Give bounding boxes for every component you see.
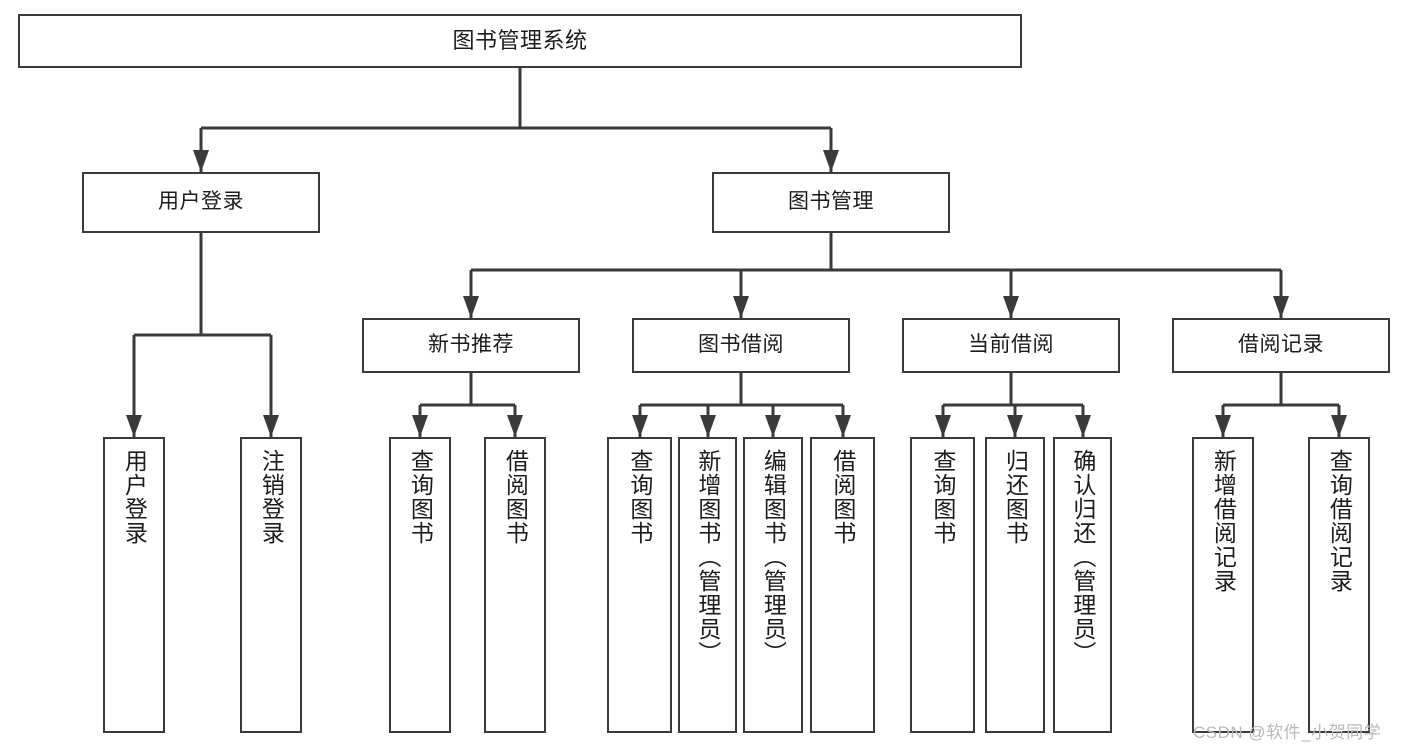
leaf-logout-label: 注销登录 xyxy=(258,449,285,545)
leaf-current-query-book-label: 查询图书 xyxy=(929,449,956,545)
leaf-user-login-label: 用户登录 xyxy=(121,449,148,545)
leaf-current-query-book[interactable]: 查询图书 xyxy=(910,437,975,733)
node-root[interactable]: 图书管理系统 xyxy=(18,14,1022,68)
leaf-borrow-add-book[interactable]: 新增图书（管理员） xyxy=(678,437,737,733)
leaf-logout[interactable]: 注销登录 xyxy=(240,437,302,733)
leaf-record-add[interactable]: 新增借阅记录 xyxy=(1192,437,1254,733)
csdn-watermark: CSDN @软件_小贺同学 xyxy=(1193,723,1382,742)
leaf-borrow-query-book-label: 查询图书 xyxy=(626,449,653,545)
leaf-current-confirm-return[interactable]: 确认归还（管理员） xyxy=(1053,437,1112,733)
node-borrow-record-label: 借阅记录 xyxy=(1238,333,1324,357)
leaf-borrow-borrow-book-label: 借阅图书 xyxy=(829,449,856,545)
node-new-book-recommend[interactable]: 新书推荐 xyxy=(362,318,580,373)
node-book-borrow[interactable]: 图书借阅 xyxy=(632,318,850,373)
leaf-recommend-borrow-book[interactable]: 借阅图书 xyxy=(484,437,546,733)
node-current-borrow-label: 当前借阅 xyxy=(968,333,1054,357)
leaf-record-query-label: 查询借阅记录 xyxy=(1326,449,1353,593)
leaf-current-return-book[interactable]: 归还图书 xyxy=(985,437,1045,733)
node-book-borrow-label: 图书借阅 xyxy=(698,333,784,357)
node-book-management[interactable]: 图书管理 xyxy=(712,172,950,233)
node-user-login-label: 用户登录 xyxy=(158,190,244,214)
leaf-borrow-query-book[interactable]: 查询图书 xyxy=(607,437,672,733)
leaf-borrow-add-book-label: 新增图书（管理员） xyxy=(694,449,721,665)
leaf-current-return-book-label: 归还图书 xyxy=(1002,449,1029,545)
node-root-label: 图书管理系统 xyxy=(452,28,588,54)
node-new-book-recommend-label: 新书推荐 xyxy=(428,333,514,357)
node-borrow-record[interactable]: 借阅记录 xyxy=(1172,318,1390,373)
leaf-borrow-edit-book[interactable]: 编辑图书（管理员） xyxy=(743,437,803,733)
node-current-borrow[interactable]: 当前借阅 xyxy=(902,318,1120,373)
leaf-user-login[interactable]: 用户登录 xyxy=(103,437,165,733)
leaf-recommend-query-book-label: 查询图书 xyxy=(407,449,434,545)
leaf-record-query[interactable]: 查询借阅记录 xyxy=(1308,437,1370,733)
leaf-recommend-borrow-book-label: 借阅图书 xyxy=(502,449,529,545)
leaf-recommend-query-book[interactable]: 查询图书 xyxy=(389,437,451,733)
leaf-borrow-borrow-book[interactable]: 借阅图书 xyxy=(810,437,875,733)
leaf-borrow-edit-book-label: 编辑图书（管理员） xyxy=(760,449,787,665)
node-book-management-label: 图书管理 xyxy=(788,190,874,214)
node-user-login[interactable]: 用户登录 xyxy=(82,172,320,233)
leaf-record-add-label: 新增借阅记录 xyxy=(1210,449,1237,593)
leaf-current-confirm-return-label: 确认归还（管理员） xyxy=(1069,449,1096,665)
